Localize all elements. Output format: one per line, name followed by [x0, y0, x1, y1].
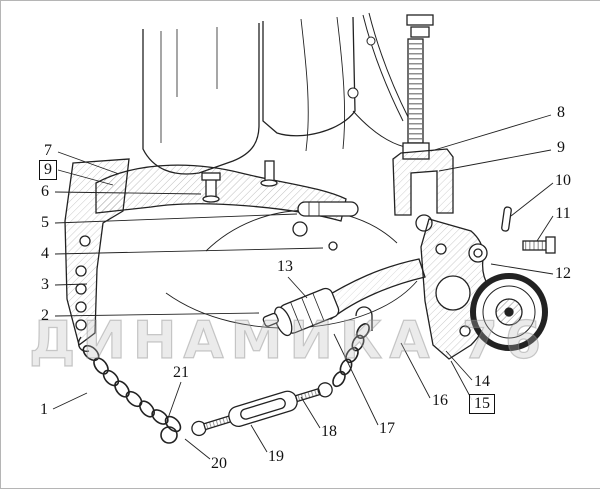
callout-17: 17: [379, 420, 395, 437]
hose: [347, 12, 410, 122]
lift-screw: [402, 14, 434, 160]
callout-9-right: 9: [557, 139, 565, 156]
callout-7: 7: [44, 142, 52, 159]
callout-21: 21: [173, 364, 189, 381]
callout-2: 2: [41, 307, 49, 324]
chain-anchor: [77, 336, 90, 352]
turnbuckle: [191, 382, 333, 437]
callout-4: 4: [41, 245, 49, 262]
callout-20: 20: [211, 455, 227, 472]
callout-14: 14: [474, 373, 490, 390]
chain-left: [82, 344, 182, 444]
shackle: [355, 306, 373, 331]
machine-drawing: [64, 12, 556, 444]
ball-joint: [470, 273, 548, 351]
callout-5: 5: [41, 214, 49, 231]
left-bracket: [64, 158, 130, 347]
washer: [468, 243, 488, 263]
callout-19: 19: [268, 448, 284, 465]
callout-6: 6: [41, 183, 49, 200]
bolt: [522, 236, 556, 254]
chain-right: [332, 323, 370, 388]
callout-10: 10: [555, 172, 571, 189]
housing: [142, 16, 406, 175]
callout-3: 3: [41, 276, 49, 293]
coupling-sleeve: [262, 287, 340, 337]
cotter-ring: [292, 221, 308, 237]
small-pin: [501, 206, 512, 232]
callout-9-left: 9: [39, 160, 57, 180]
callout-16: 16: [432, 392, 448, 409]
callout-8: 8: [557, 104, 565, 121]
callout-13: 13: [277, 258, 293, 275]
callout-1: 1: [40, 401, 48, 418]
callout-11: 11: [555, 205, 571, 222]
center-bolt: [260, 160, 278, 187]
hitch-pin: [292, 201, 359, 251]
callout-12: 12: [555, 265, 571, 282]
callout-18: 18: [321, 423, 337, 440]
stud-bolt: [201, 172, 221, 203]
callout-15: 15: [469, 394, 495, 414]
leader-lines: [52, 114, 554, 460]
flange-band: [95, 164, 347, 222]
fork-clevis: [392, 148, 454, 232]
